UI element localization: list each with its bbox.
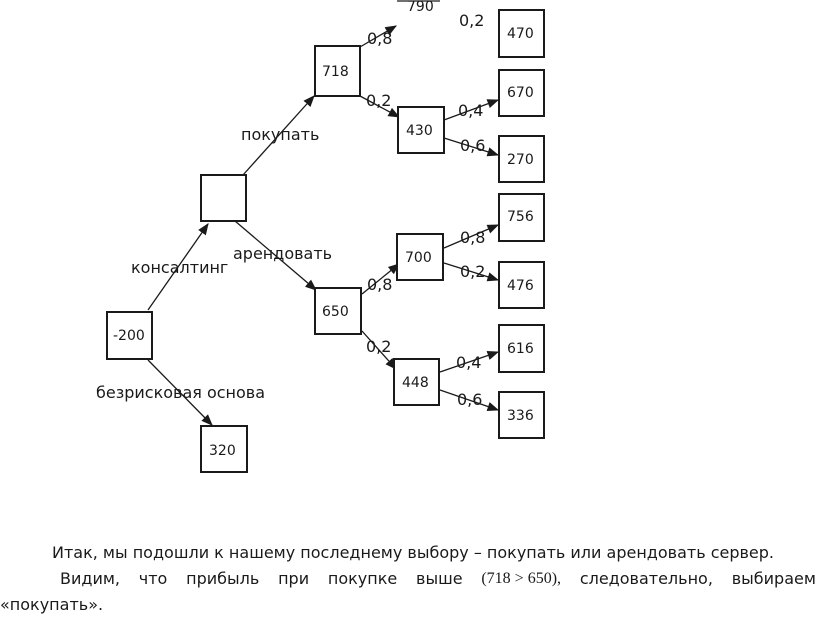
conclusion-line-3: «покупать».	[0, 595, 104, 614]
node-riskfree-value: 320	[209, 443, 236, 459]
leaf-616: 616	[498, 324, 545, 373]
node-buy-low-value: 430	[406, 123, 433, 139]
word: выше	[416, 569, 463, 588]
edge-buy-high	[359, 25, 398, 48]
prob-rent-low-low: 0,6	[457, 390, 482, 409]
edge-rent-low-low	[439, 389, 500, 411]
prob-top-right: 0,2	[459, 11, 484, 30]
edge-buy-low-low	[443, 137, 500, 157]
node-rent-low: 448	[393, 358, 440, 406]
word: следовательно,	[579, 569, 713, 588]
leaf-756-value: 756	[507, 209, 534, 225]
conclusion-line-1: Итак, мы подошли к нашему последнему выб…	[52, 543, 775, 562]
node-rent: 650	[314, 287, 362, 335]
decision-tree: 790 -200 718 650 430 700 448 320 470 670	[96, 0, 545, 473]
word: что	[138, 569, 168, 588]
leaf-336-value: 336	[507, 408, 534, 424]
node-rent-high: 700	[396, 233, 444, 281]
leaf-270: 270	[498, 135, 545, 183]
edge-label-consulting: консалтинг	[131, 258, 228, 277]
leaf-470-value: 470	[507, 26, 534, 42]
word: выбираем	[731, 569, 816, 588]
edge-buy-low-high	[443, 99, 500, 121]
leaf-616-value: 616	[507, 341, 534, 357]
prob-rent-high: 0,8	[367, 275, 392, 294]
edge-rent-high	[361, 263, 400, 295]
word: Видим,	[60, 569, 120, 588]
tree-edges	[147, 25, 500, 426]
node-rent-low-value: 448	[402, 375, 429, 391]
edge-riskfree	[147, 359, 213, 426]
node-buy-value: 718	[322, 64, 349, 80]
word: прибыль	[186, 569, 260, 588]
node-rent-value: 650	[322, 304, 349, 320]
edge-rent-high-low	[443, 262, 500, 282]
prob-buy-low: 0,2	[366, 91, 391, 110]
edge-label-riskfree: безрисковая основа	[96, 383, 265, 402]
conclusion-line-2: Видим, что прибыль при покупке выше (718…	[60, 567, 816, 591]
prob-buy-low-high: 0,4	[458, 101, 483, 120]
node-buy: 718	[314, 45, 361, 97]
node-consulting	[200, 174, 247, 222]
node-riskfree: 320	[200, 425, 248, 473]
prob-rent-high-low: 0,2	[460, 262, 485, 281]
edge-rent-low-high	[439, 351, 500, 373]
prob-rent-low: 0,2	[366, 337, 391, 356]
word: при	[278, 569, 310, 588]
edge-rent-high-high	[443, 224, 500, 249]
prob-buy-low-low: 0,6	[460, 136, 485, 155]
edge-label-rent: арендовать	[233, 244, 332, 263]
prob-rent-low-high: 0,4	[456, 353, 481, 372]
edge-buy-low	[359, 95, 401, 118]
edge-label-buy: покупать	[241, 125, 319, 144]
edge-consulting	[147, 223, 209, 311]
node-root-value: -200	[113, 328, 145, 344]
prob-rent-high-high: 0,8	[460, 228, 485, 247]
edge-buy	[242, 95, 315, 176]
node-top-partial-value: 790	[407, 0, 434, 15]
leaf-670-value: 670	[507, 85, 534, 101]
node-buy-low: 430	[397, 106, 445, 154]
node-root: -200	[106, 311, 153, 360]
leaf-670: 670	[498, 69, 545, 117]
node-top-partial: 790	[397, 0, 440, 15]
leaf-756: 756	[498, 193, 545, 242]
leaf-336: 336	[498, 391, 545, 439]
leaf-270-value: 270	[507, 152, 534, 168]
word: покупке	[327, 569, 398, 588]
leaf-476-value: 476	[507, 278, 534, 294]
leaf-470: 470	[498, 9, 545, 58]
node-rent-high-value: 700	[405, 250, 432, 266]
edge-rent	[234, 220, 317, 291]
comparison-expression: (718 > 650),	[481, 570, 562, 587]
leaf-476: 476	[498, 261, 545, 309]
prob-buy-high: 0,8	[367, 29, 392, 48]
edge-rent-low	[361, 330, 397, 370]
